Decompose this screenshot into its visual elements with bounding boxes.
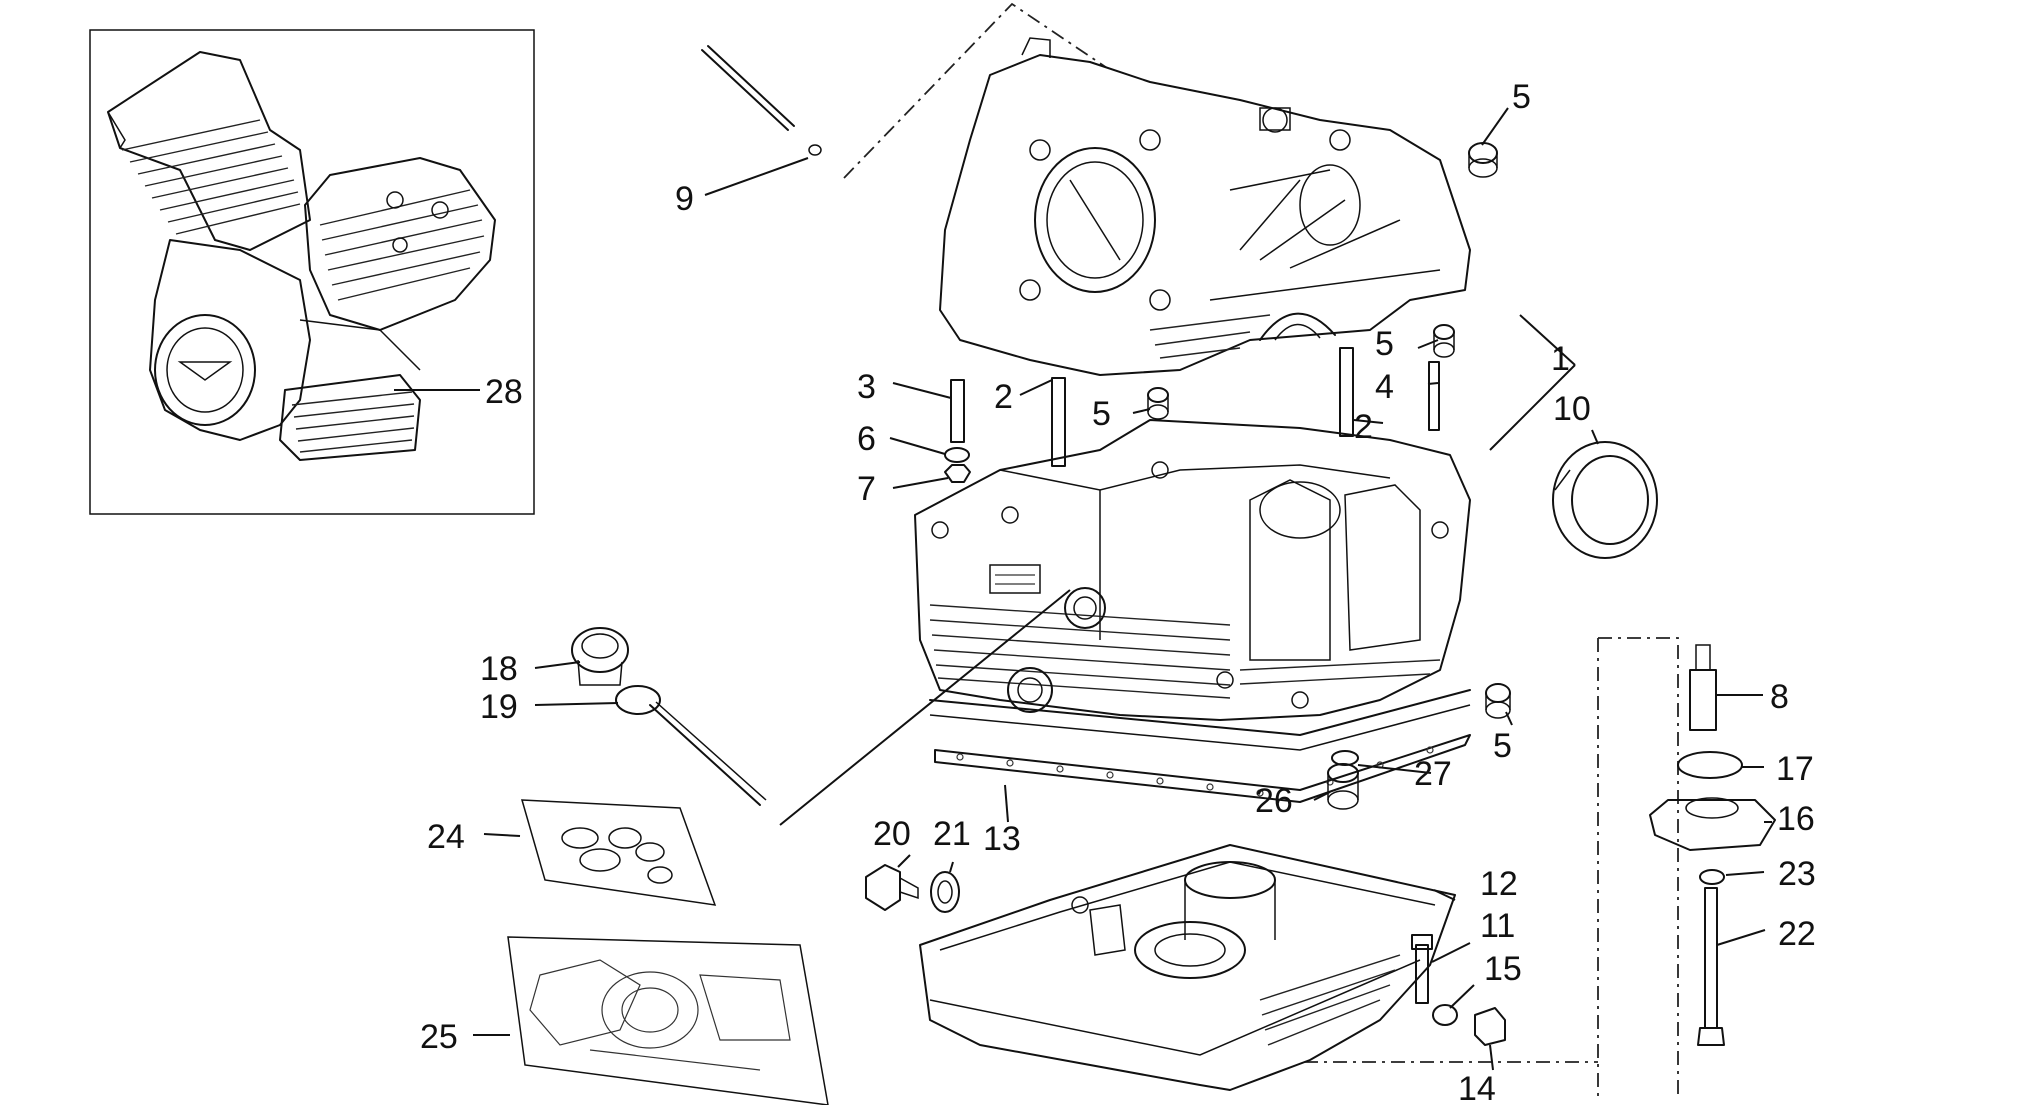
callout-4: 4 <box>1375 368 1394 406</box>
oil-seal-10 <box>1552 441 1658 559</box>
callout-7: 7 <box>857 470 876 508</box>
stud-4 <box>1428 361 1440 431</box>
callout-16: 16 <box>1777 800 1815 838</box>
callout-numbers: 1 2 2 3 4 5 5 5 5 6 7 8 9 10 11 12 13 14… <box>420 78 1816 1105</box>
callout-6: 6 <box>857 420 876 458</box>
callout-1: 1 <box>1551 340 1570 378</box>
callout-9: 9 <box>675 180 694 218</box>
callout-10: 10 <box>1553 390 1591 428</box>
union-8 <box>1689 644 1717 731</box>
inset-frame <box>89 29 535 515</box>
upper-crankcase-half <box>939 37 1471 376</box>
bolt-22 <box>1697 887 1725 1046</box>
callout-28: 28 <box>485 373 523 411</box>
o-ring-17 <box>1677 751 1743 779</box>
callout-11: 11 <box>1480 907 1515 945</box>
callout-5-left: 5 <box>1092 395 1111 433</box>
nut-7 <box>944 464 971 483</box>
sump-gasket <box>934 734 1471 803</box>
callout-27: 27 <box>1414 755 1452 793</box>
callout-20: 20 <box>873 815 911 853</box>
callout-24: 24 <box>427 818 465 856</box>
callout-12: 12 <box>1480 865 1518 903</box>
crankcase-block <box>914 419 1471 751</box>
callout-21: 21 <box>933 815 971 853</box>
oil-sump <box>919 844 1456 1091</box>
leader-lines <box>473 107 1772 1071</box>
callout-26: 26 <box>1255 782 1293 820</box>
o-ring-27 <box>1331 750 1359 766</box>
callout-22: 22 <box>1778 915 1816 953</box>
washer-15 <box>1432 1004 1458 1026</box>
stud-9 <box>701 49 789 131</box>
screw-11 <box>1411 934 1433 1004</box>
gasket-kit-25 <box>507 936 829 1105</box>
dowel-5-mid <box>1433 324 1455 358</box>
small-parts <box>571 45 1776 1046</box>
filter-housing-16 <box>1649 797 1776 851</box>
callout-5-mid: 5 <box>1375 325 1394 363</box>
dowel-5-left <box>1147 387 1169 420</box>
callout-5-top: 5 <box>1512 78 1531 116</box>
callout-23: 23 <box>1778 855 1816 893</box>
callout-13: 13 <box>983 820 1021 858</box>
washer-6 <box>944 447 970 463</box>
plug-14 <box>1474 1007 1506 1046</box>
washer-23 <box>1699 869 1725 885</box>
o-ring-19 <box>615 685 661 715</box>
callout-5-right: 5 <box>1493 727 1512 765</box>
dipstick <box>649 704 761 806</box>
stud-3 <box>950 379 965 443</box>
stud-2-left <box>1051 377 1066 467</box>
stud-2-right <box>1339 347 1354 437</box>
drain-plug-20 <box>865 864 919 911</box>
dowel-5-top <box>1468 142 1498 178</box>
callout-3: 3 <box>857 368 876 406</box>
callout-2-right: 2 <box>1354 408 1373 446</box>
callout-14: 14 <box>1458 1070 1496 1105</box>
engine-inset <box>89 29 535 515</box>
gasket-kit-24 <box>520 799 717 906</box>
callout-18: 18 <box>480 650 518 688</box>
washer-21 <box>930 871 960 913</box>
callout-17: 17 <box>1776 750 1814 788</box>
engine-assembly-illustration <box>107 51 496 461</box>
callout-25: 25 <box>420 1018 458 1056</box>
dowel-5-right <box>1485 683 1511 719</box>
callout-2-left: 2 <box>994 378 1013 416</box>
callout-19: 19 <box>480 688 518 726</box>
callout-15: 15 <box>1484 950 1522 988</box>
callout-8: 8 <box>1770 678 1789 716</box>
oil-filler-cap-18 <box>571 627 629 686</box>
